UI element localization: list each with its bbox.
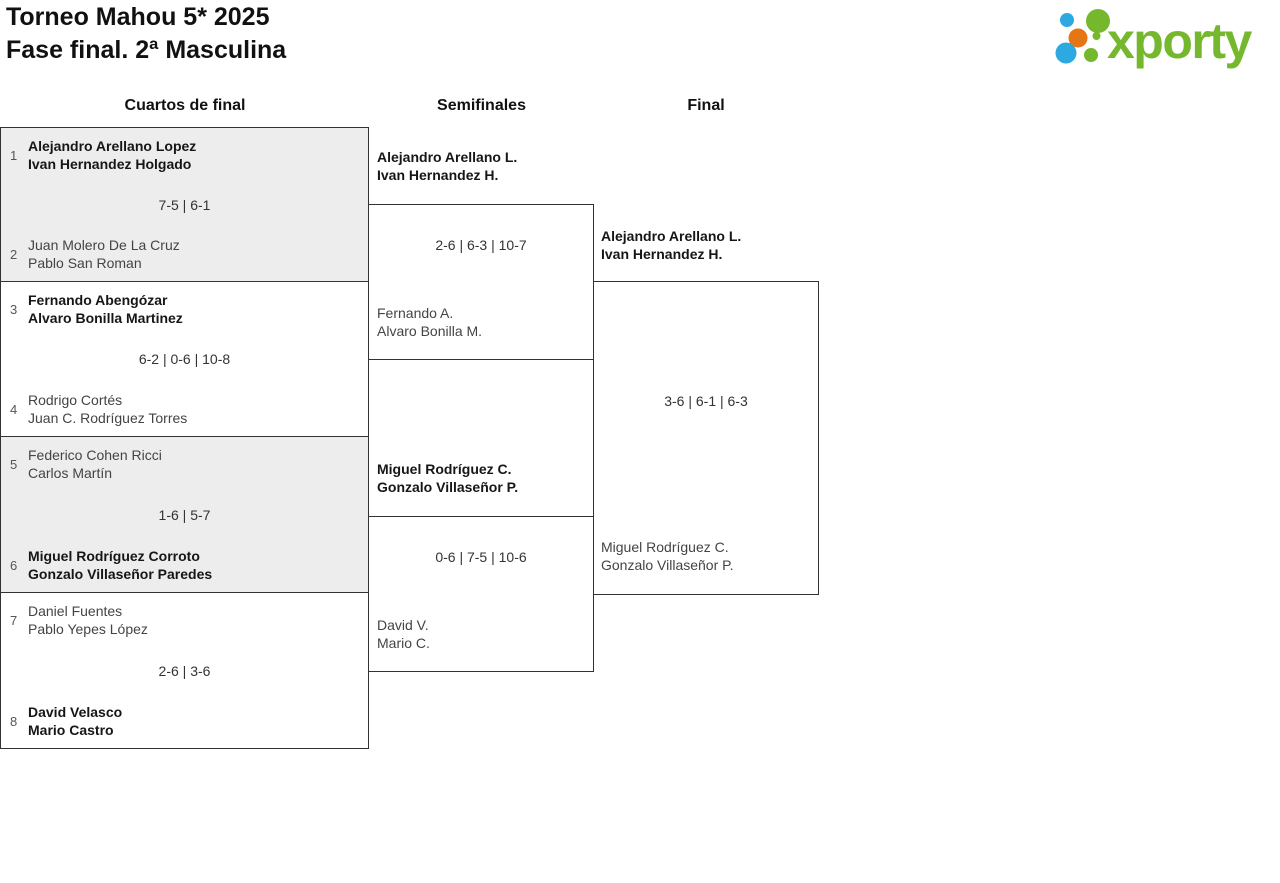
player-name: Mario C. [377, 635, 430, 651]
player-name: Rodrigo Cortés [28, 392, 123, 408]
player-name: David V. [377, 617, 429, 633]
team-players: Juan Molero De La Cruz Pablo San Roman [28, 236, 180, 272]
seed-number: 6 [10, 557, 18, 573]
sf1-team-1: Alejandro Arellano L. Ivan Hernandez H. [377, 148, 517, 184]
tournament-subtitle: Fase final. 2ª Masculina [6, 36, 287, 64]
player-name: Alvaro Bonilla M. [377, 323, 483, 339]
player-name: Pablo Yepes López [28, 621, 148, 637]
seed-number: 7 [10, 612, 18, 628]
qf-match-1-box: 1 Alejandro Arellano Lopez Ivan Hernande… [0, 127, 369, 282]
qf-match-4-box: 7 Daniel Fuentes Pablo Yepes López 2-6 |… [0, 592, 369, 749]
match-score: 7-5 | 6-1 [158, 196, 211, 213]
xporty-logo-wordmark: xporty [1107, 13, 1252, 69]
seed-number: 5 [10, 456, 18, 472]
player-name: Gonzalo Villaseñor Paredes [28, 566, 213, 582]
player-name: Alejandro Arellano L. [377, 149, 518, 165]
qf3-team-2: 6 Miguel Rodríguez Corroto Gonzalo Villa… [10, 547, 360, 583]
round-header-quarterfinals: Cuartos de final [124, 97, 246, 114]
player-name: David Velasco [28, 704, 123, 720]
sf2-team-1: Miguel Rodríguez C. Gonzalo Villaseñor P… [377, 460, 518, 496]
tournament-title: Torneo Mahou 5* 2025 [6, 3, 270, 31]
qf2-team-2: 4 Rodrigo Cortés Juan C. Rodríguez Torre… [10, 391, 360, 427]
qf1-team-1: 1 Alejandro Arellano Lopez Ivan Hernande… [10, 137, 360, 173]
player-name: Alejandro Arellano Lopez [28, 138, 197, 154]
team-players: Federico Cohen Ricci Carlos Martín [28, 446, 162, 482]
round-header-semifinals: Semifinales [437, 97, 526, 114]
final-team-2: Miguel Rodríguez C. Gonzalo Villaseñor P… [601, 538, 734, 574]
sf2-team-2: David V. Mario C. [377, 616, 430, 652]
seed-number: 1 [10, 147, 18, 163]
match-score: 1-6 | 5-7 [158, 506, 211, 523]
player-name: Alvaro Bonilla Martinez [28, 310, 183, 326]
qf2-team-1: 3 Fernando Abengózar Alvaro Bonilla Mart… [10, 291, 360, 327]
player-name: Miguel Rodríguez C. [601, 539, 729, 555]
player-name: Federico Cohen Ricci [28, 447, 162, 463]
match-score: 3-6 | 6-1 | 6-3 [664, 393, 748, 409]
seed-number: 3 [10, 301, 18, 317]
player-name: Gonzalo Villaseñor P. [601, 557, 734, 573]
player-name: Juan Molero De La Cruz [28, 237, 180, 253]
player-name: Ivan Hernandez H. [377, 167, 499, 183]
xporty-dots-icon [1055, 9, 1110, 64]
team-players: Alejandro Arellano Lopez Ivan Hernandez … [28, 137, 196, 173]
qf3-team-1: 5 Federico Cohen Ricci Carlos Martín [10, 446, 360, 482]
qf1-team-2: 2 Juan Molero De La Cruz Pablo San Roman [10, 236, 360, 272]
team-players: Rodrigo Cortés Juan C. Rodríguez Torres [28, 391, 187, 427]
final-match-box [593, 281, 819, 595]
player-name: Alejandro Arellano L. [601, 228, 742, 244]
player-name: Fernando Abengózar [28, 292, 168, 308]
player-name: Miguel Rodríguez C. [377, 461, 512, 477]
player-name: Carlos Martín [28, 465, 113, 481]
player-name: Ivan Hernandez H. [601, 246, 723, 262]
match-score: 2-6 | 6-3 | 10-7 [435, 237, 527, 253]
qf4-team-2: 8 David Velasco Mario Castro [10, 703, 360, 739]
round-header-final: Final [687, 97, 725, 114]
match-score: 6-2 | 0-6 | 10-8 [138, 351, 231, 367]
qf4-team-1: 7 Daniel Fuentes Pablo Yepes López [10, 602, 360, 638]
match-score: 2-6 | 3-6 [158, 662, 211, 679]
player-name: Ivan Hernandez Holgado [28, 156, 192, 172]
match-score: 0-6 | 7-5 | 10-6 [435, 549, 527, 565]
team-players: Daniel Fuentes Pablo Yepes López [28, 602, 148, 638]
player-name: Pablo San Roman [28, 255, 142, 271]
team-players: David Velasco Mario Castro [28, 703, 122, 739]
player-name: Gonzalo Villaseñor P. [377, 479, 519, 495]
qf-match-2-box: 3 Fernando Abengózar Alvaro Bonilla Mart… [0, 281, 369, 437]
final-team-1: Alejandro Arellano L. Ivan Hernandez H. [601, 227, 741, 263]
seed-number: 4 [10, 401, 18, 417]
seed-number: 8 [10, 713, 18, 729]
player-name: Fernando A. [377, 305, 454, 321]
sf1-team-2: Fernando A. Alvaro Bonilla M. [377, 304, 482, 340]
team-players: Fernando Abengózar Alvaro Bonilla Martin… [28, 291, 183, 327]
player-name: Miguel Rodríguez Corroto [28, 548, 200, 564]
qf-match-3-box: 5 Federico Cohen Ricci Carlos Martín 1-6… [0, 436, 369, 593]
player-name: Juan C. Rodríguez Torres [28, 410, 188, 426]
player-name: Daniel Fuentes [28, 603, 123, 619]
seed-number: 2 [10, 246, 18, 262]
player-name: Mario Castro [28, 722, 114, 738]
team-players: Miguel Rodríguez Corroto Gonzalo Villase… [28, 547, 212, 583]
tournament-header: Torneo Mahou 5* 2025 Fase final. 2ª Masc… [6, 1, 286, 67]
